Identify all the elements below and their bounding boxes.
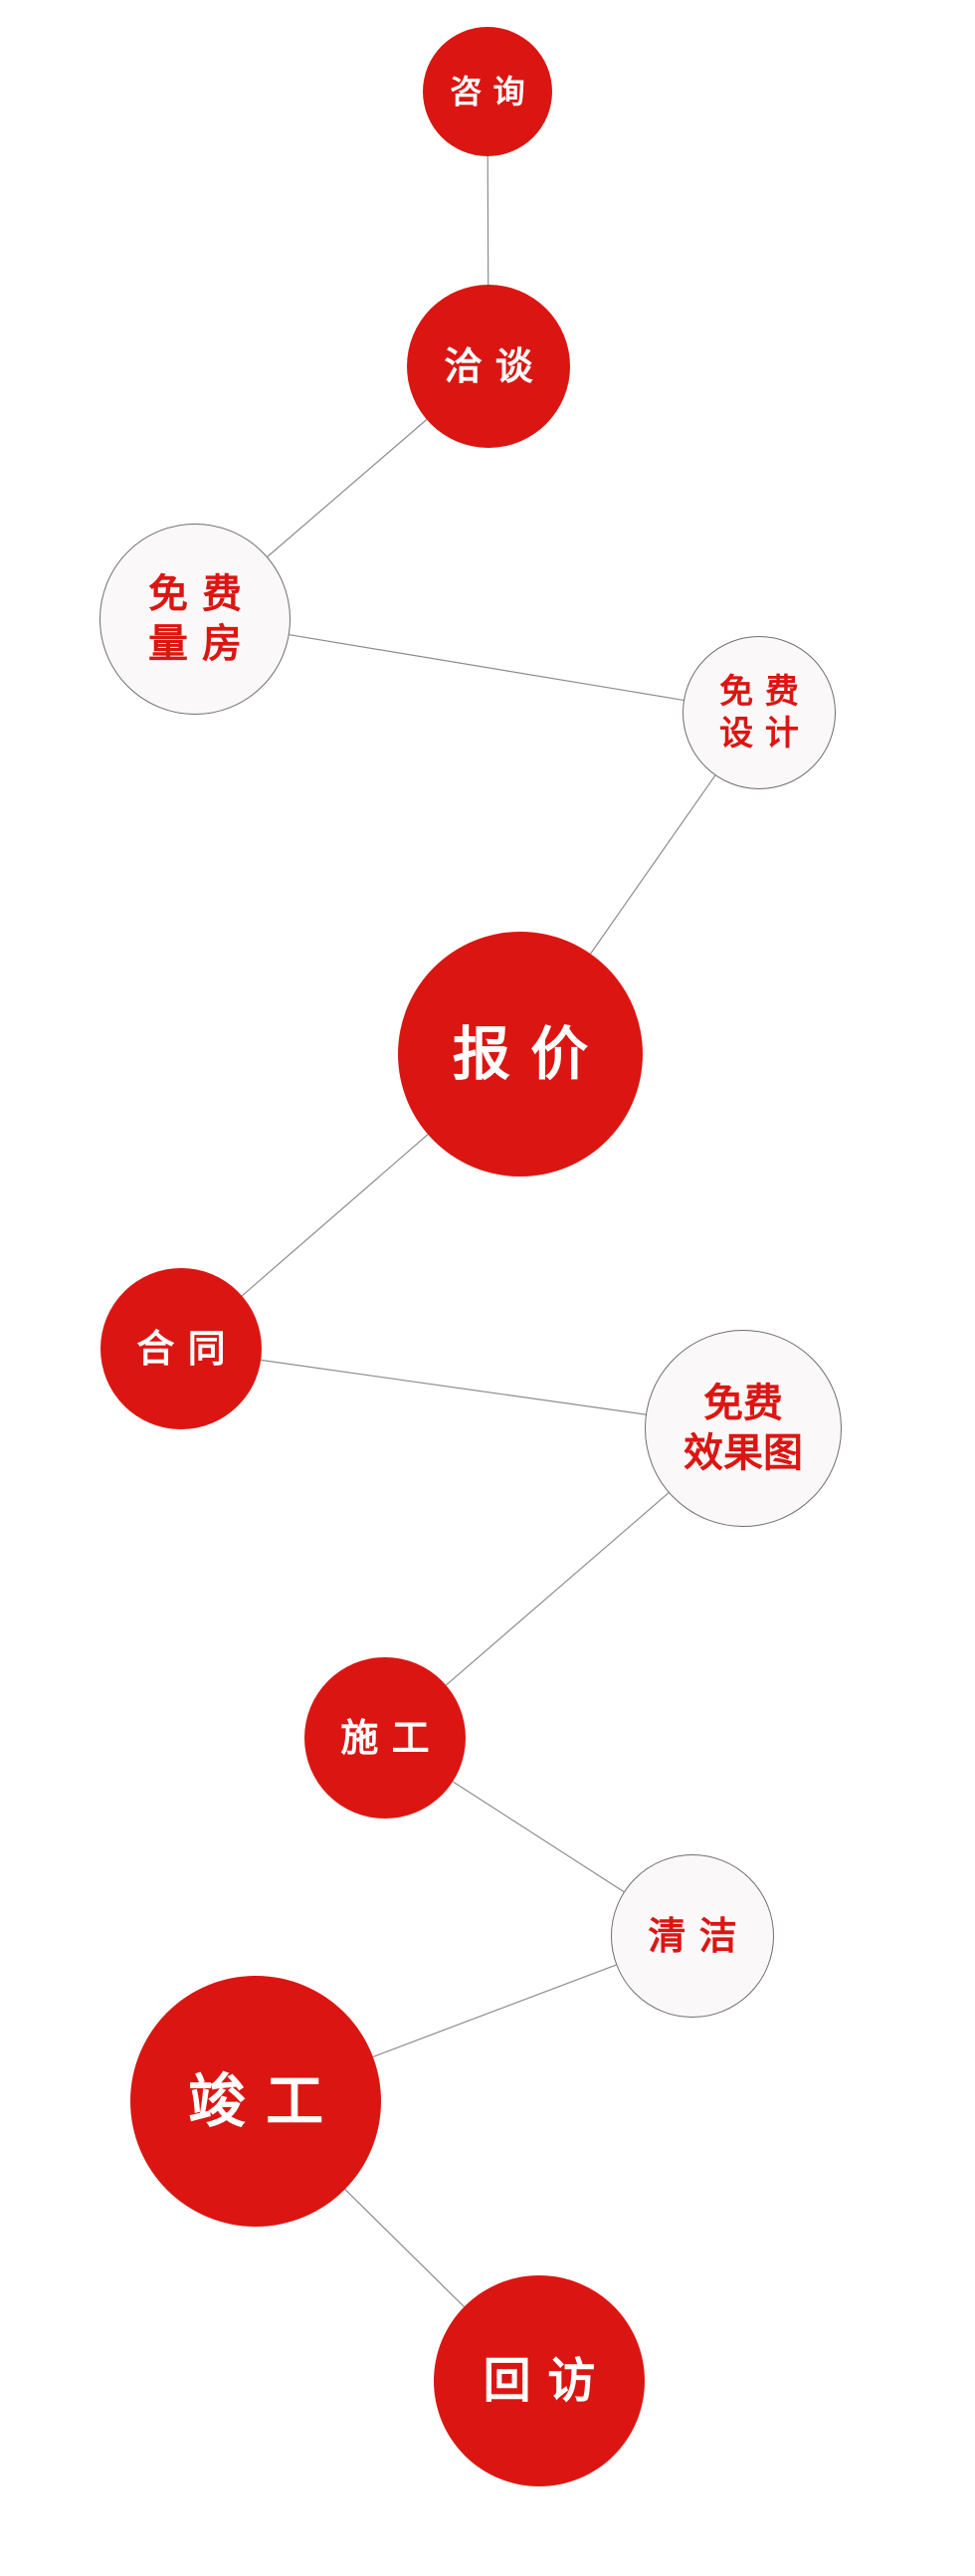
node-label-line: 合 同 (136, 1326, 226, 1372)
node-label-line: 设 计 (719, 714, 799, 753)
node-label-line: 回 访 (483, 2353, 596, 2409)
node-consult: 咨 询 (423, 27, 552, 156)
node-label-line: 免 费 (719, 671, 799, 712)
node-quote: 报 价 (398, 932, 643, 1177)
node-negotiate: 洽 谈 (407, 285, 570, 448)
connector-clean-to-complete (372, 1964, 617, 2057)
connector-complete-to-revisit (344, 2189, 465, 2308)
node-label-line: 量 房 (148, 620, 242, 667)
node-revisit: 回 访 (434, 2275, 645, 2486)
node-contract: 合 同 (100, 1268, 262, 1429)
node-label-line: 免费 (703, 1380, 783, 1426)
connector-design-to-quote (590, 774, 716, 955)
node-complete: 竣 工 (130, 1976, 381, 2227)
node-label-line: 报 价 (452, 1019, 589, 1088)
node-label-line: 效果图 (683, 1429, 803, 1476)
connector-contract-to-rendering (261, 1359, 647, 1415)
node-design: 免 费设 计 (682, 636, 836, 789)
node-rendering: 免费效果图 (645, 1330, 842, 1527)
node-label-line: 施 工 (340, 1715, 430, 1761)
node-construct: 施 工 (304, 1657, 466, 1819)
connector-measure-to-design (289, 634, 684, 701)
node-measure: 免 费量 房 (99, 524, 291, 715)
connector-rendering-to-construct (445, 1492, 670, 1686)
connector-construct-to-clean (452, 1781, 625, 1893)
node-label-line: 洽 谈 (444, 343, 533, 389)
node-label-line: 咨 询 (450, 73, 525, 110)
connector-negotiate-to-measure (267, 419, 428, 557)
node-label-line: 免 费 (148, 570, 242, 617)
node-clean: 清 洁 (611, 1854, 774, 2018)
node-label-line: 清 洁 (648, 1913, 737, 1959)
node-label-line: 竣 工 (187, 2066, 324, 2135)
connector-quote-to-contract (241, 1134, 429, 1297)
